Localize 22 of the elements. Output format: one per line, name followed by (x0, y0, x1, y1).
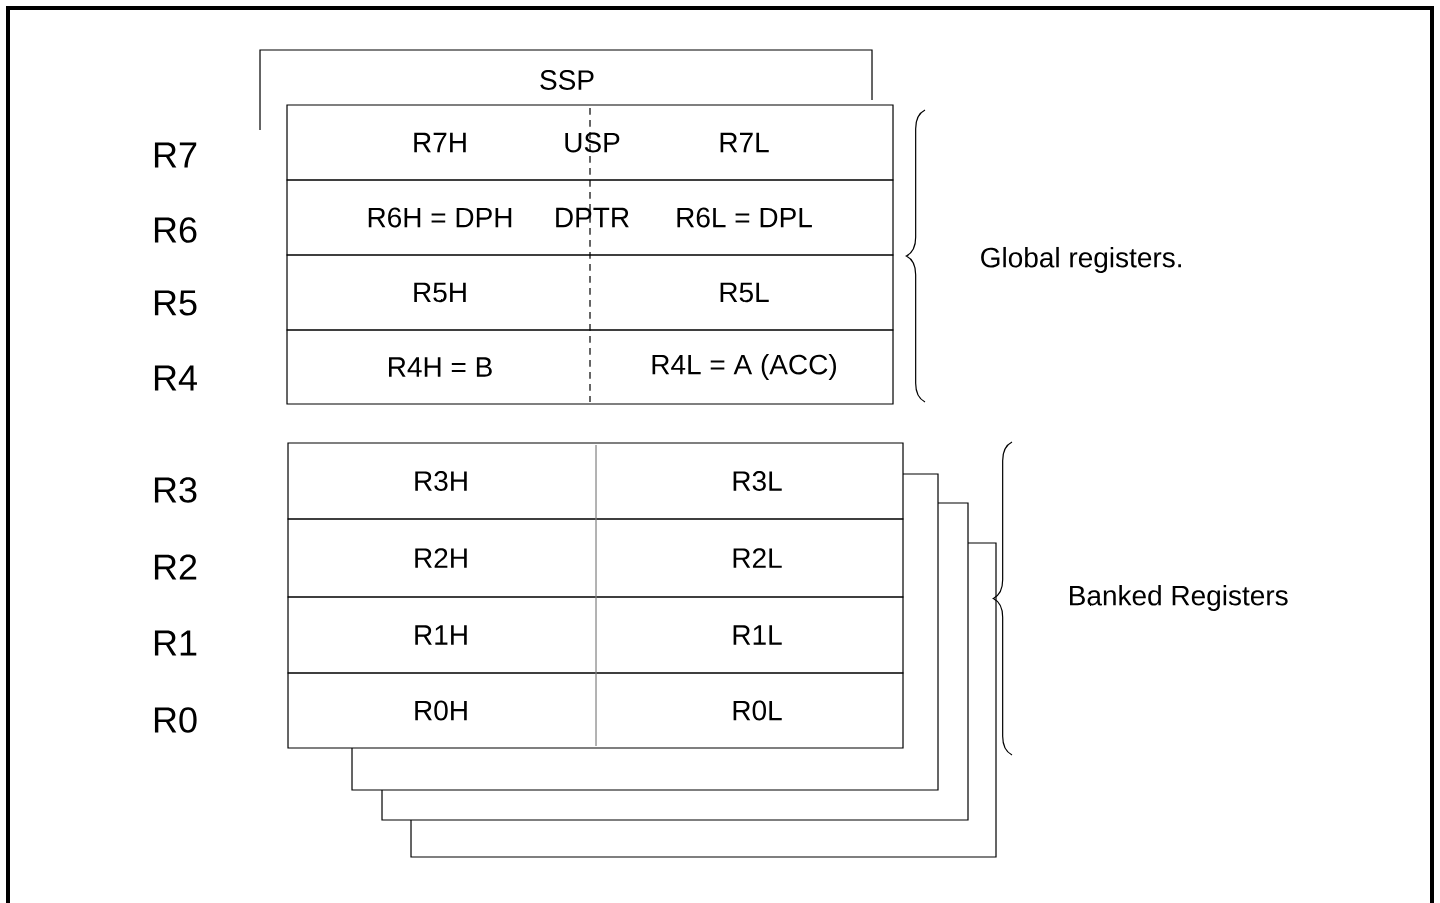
register-name: R6 (154, 217, 197, 243)
register-row: R4H = B R4L = A (ACC) (286, 329, 894, 405)
register-bank-outline (381, 502, 969, 821)
register-bank-outline (410, 542, 997, 858)
register-name: R3 (154, 477, 197, 503)
group-label: Global registers. (981, 246, 1181, 274)
register-name: R1 (154, 630, 197, 656)
register-row: R0H R0L (287, 672, 904, 749)
stack-pointer-outline: SSP (259, 49, 873, 131)
register-row: R2H R2L (287, 518, 904, 598)
register-name: R4 (154, 365, 197, 391)
register-name: R2 (154, 554, 197, 580)
register-name: R7 (154, 142, 197, 168)
register-name: R0 (154, 707, 197, 733)
register-row: R3H R3L (287, 442, 904, 520)
register-row: R6H = DPH DPTR R6L = DPL (286, 179, 894, 256)
register-row: R5H R5L (286, 254, 894, 331)
register-bank-outline (351, 473, 939, 791)
register-row: R7H USP R7L (286, 104, 894, 181)
register-name: R5 (154, 290, 197, 316)
group-label: Banked Registers (1070, 584, 1288, 612)
register-row: R1H R1L (287, 596, 904, 674)
